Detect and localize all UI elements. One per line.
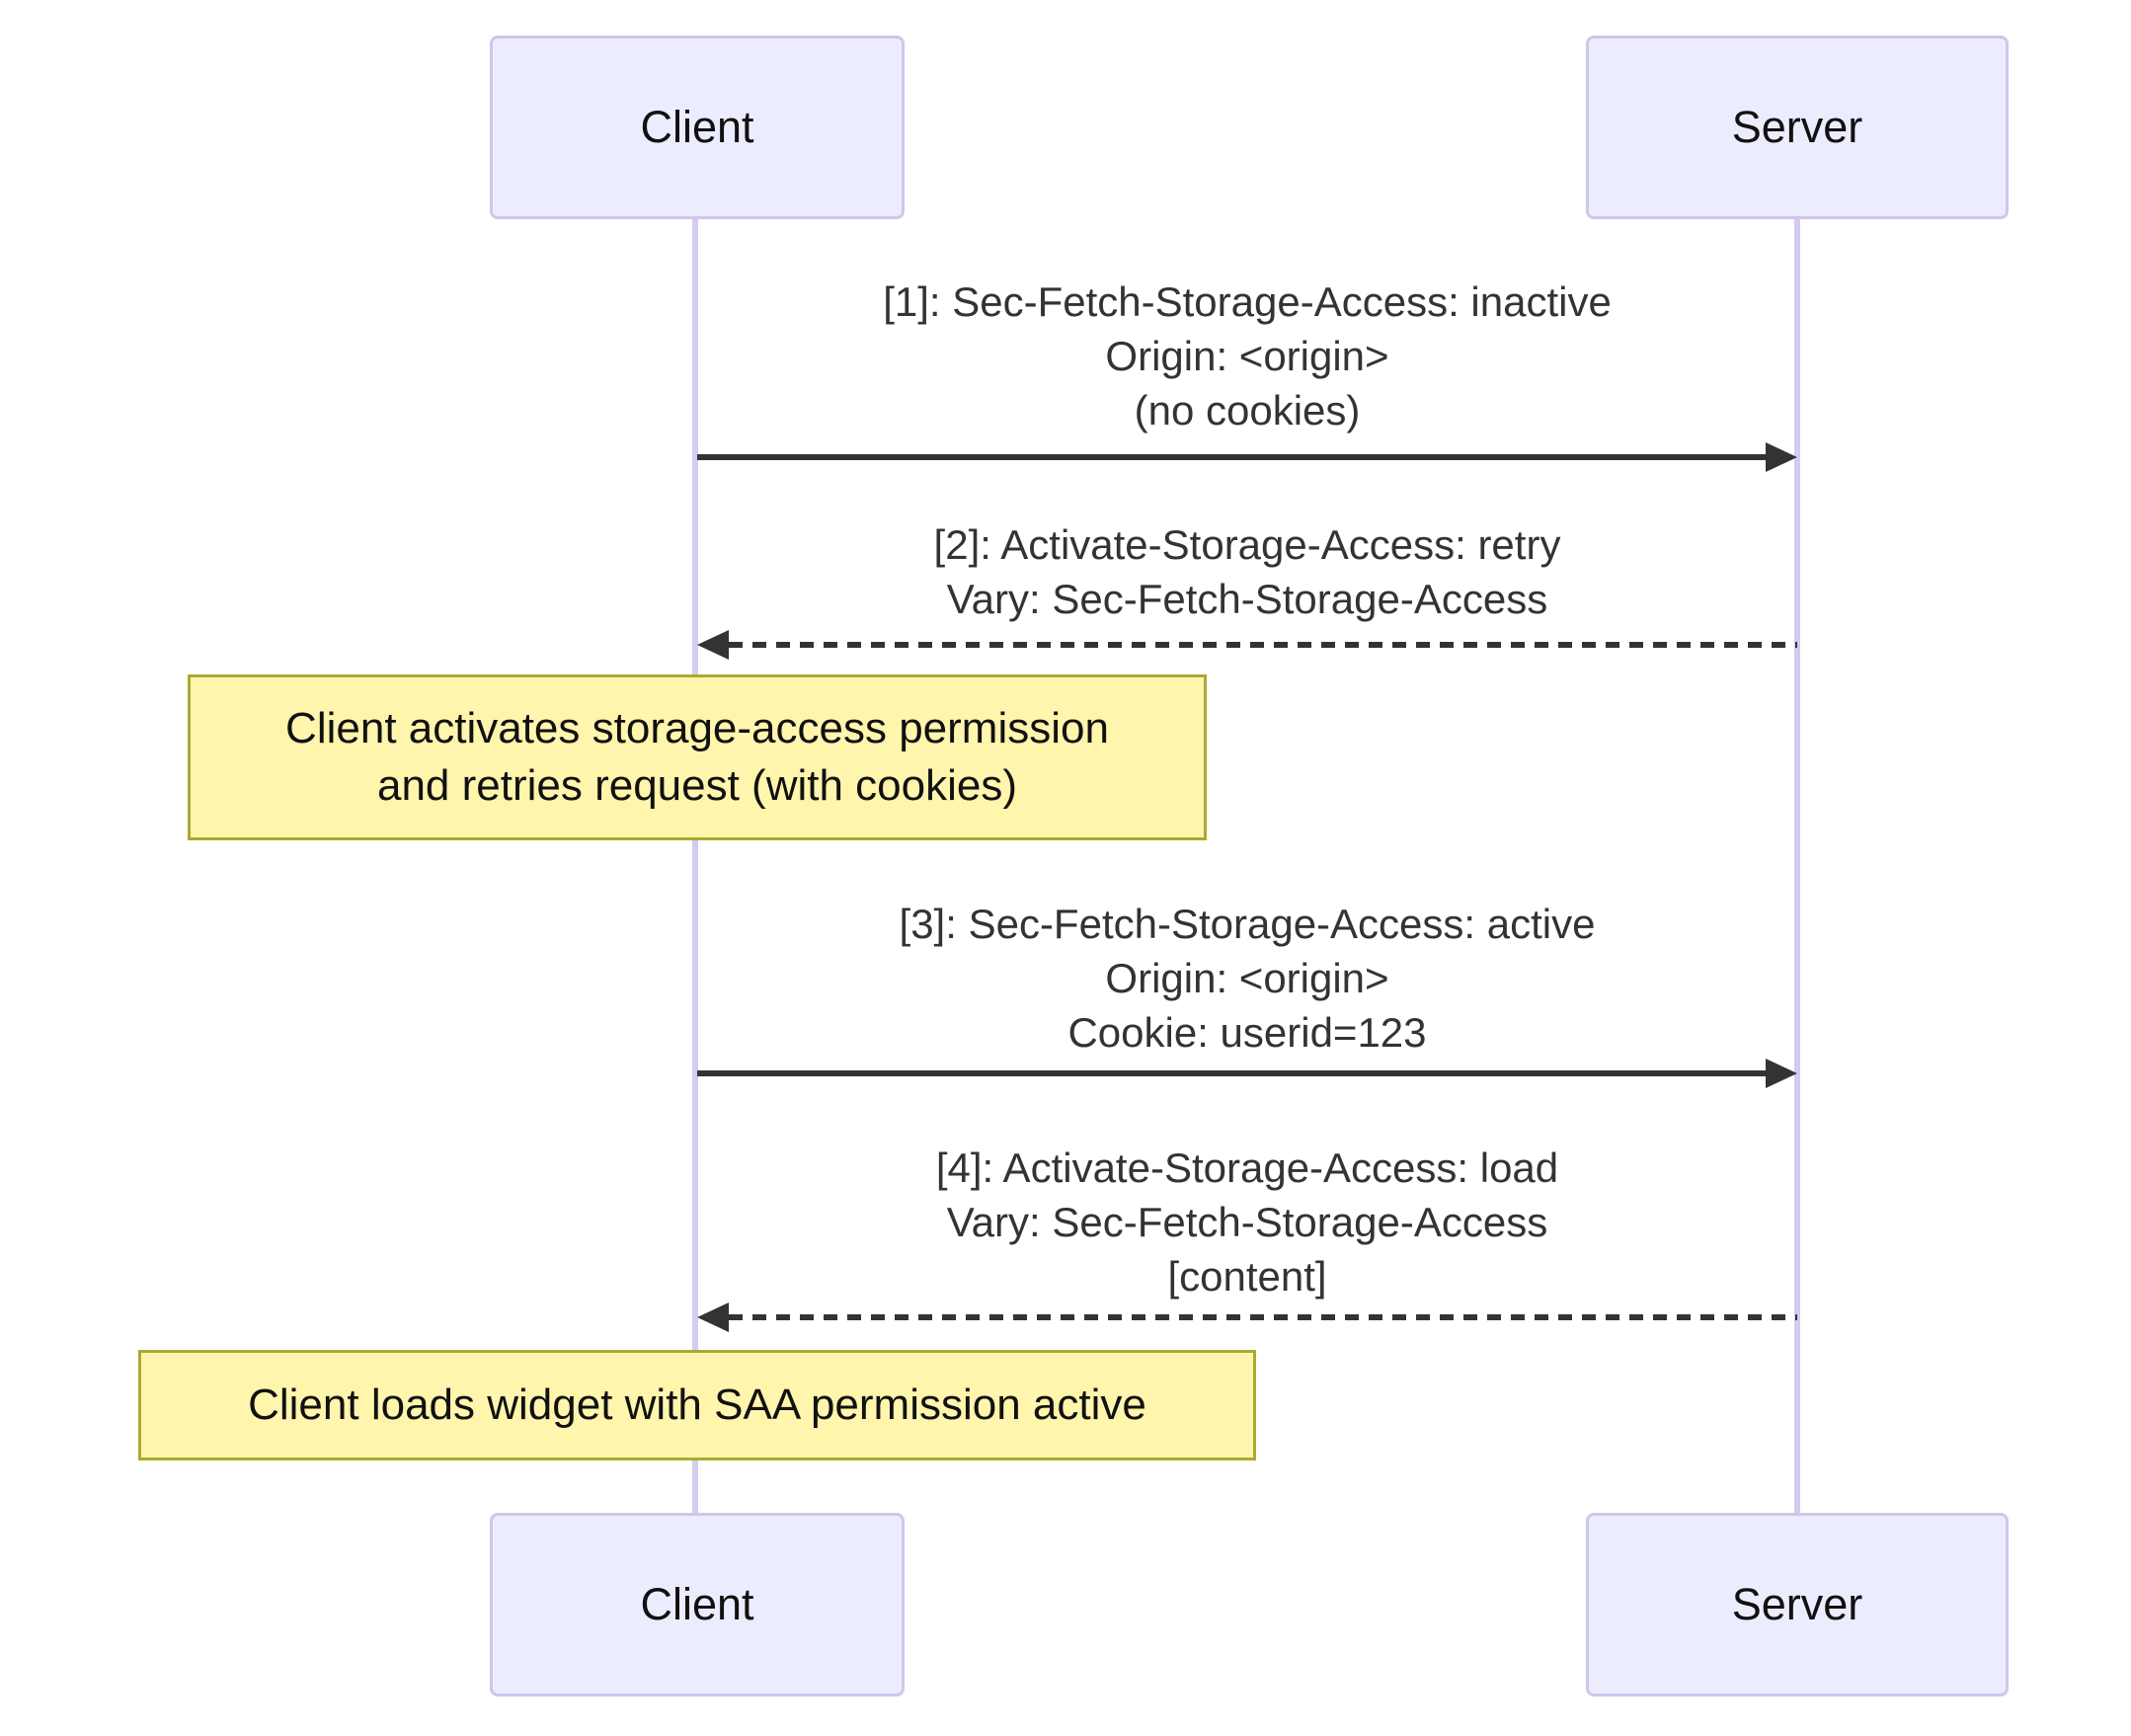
message-2-arrowhead-left-icon xyxy=(697,630,729,660)
message-4-line-2: Vary: Sec-Fetch-Storage-Access xyxy=(946,1199,1548,1245)
message-3-arrow-line xyxy=(697,1070,1766,1076)
note-2-line-1: Client loads widget with SAA permission … xyxy=(248,1381,1146,1429)
actor-client-bottom-label: Client xyxy=(640,1579,754,1629)
server-lifeline xyxy=(1794,219,1800,1515)
message-1-line-2: Origin: <origin> xyxy=(1105,333,1389,379)
message-2-line-2: Vary: Sec-Fetch-Storage-Access xyxy=(946,576,1548,622)
message-3-line-3: Cookie: userid=123 xyxy=(1067,1009,1427,1056)
note-1: Client activates storage-access permissi… xyxy=(188,674,1207,840)
message-2-text: [2]: Activate-Storage-Access: retry Vary… xyxy=(697,517,1797,626)
message-1-line-3: (no cookies) xyxy=(1134,387,1361,434)
message-3-arrowhead-right-icon xyxy=(1766,1059,1797,1088)
message-3-line-1: [3]: Sec-Fetch-Storage-Access: active xyxy=(899,901,1596,947)
note-1-line-1: Client activates storage-access permissi… xyxy=(285,704,1109,752)
message-4-arrowhead-left-icon xyxy=(697,1302,729,1332)
actor-client-top: Client xyxy=(490,36,905,219)
message-1-line-1: [1]: Sec-Fetch-Storage-Access: inactive xyxy=(883,278,1612,325)
actor-server-top: Server xyxy=(1586,36,2009,219)
note-2: Client loads widget with SAA permission … xyxy=(138,1350,1256,1460)
message-3-line-2: Origin: <origin> xyxy=(1105,955,1389,1001)
actor-server-top-label: Server xyxy=(1731,102,1863,152)
actor-server-bottom: Server xyxy=(1586,1513,2009,1697)
message-4-text: [4]: Activate-Storage-Access: load Vary:… xyxy=(697,1141,1797,1303)
message-1-arrowhead-right-icon xyxy=(1766,442,1797,472)
actor-server-bottom-label: Server xyxy=(1731,1579,1863,1629)
actor-client-bottom: Client xyxy=(490,1513,905,1697)
message-1-arrow-line xyxy=(697,454,1766,460)
message-4-line-1: [4]: Activate-Storage-Access: load xyxy=(935,1144,1559,1191)
message-4-line-3: [content] xyxy=(1167,1253,1327,1300)
message-2-line-1: [2]: Activate-Storage-Access: retry xyxy=(933,521,1561,568)
message-1-text: [1]: Sec-Fetch-Storage-Access: inactive … xyxy=(697,275,1797,437)
client-lifeline xyxy=(692,219,698,1515)
message-2-arrow-line xyxy=(729,642,1797,648)
message-4-arrow-line xyxy=(729,1314,1797,1320)
actor-client-top-label: Client xyxy=(640,102,754,152)
note-1-line-2: and retries request (with cookies) xyxy=(376,761,1018,810)
message-3-text: [3]: Sec-Fetch-Storage-Access: active Or… xyxy=(697,897,1797,1060)
